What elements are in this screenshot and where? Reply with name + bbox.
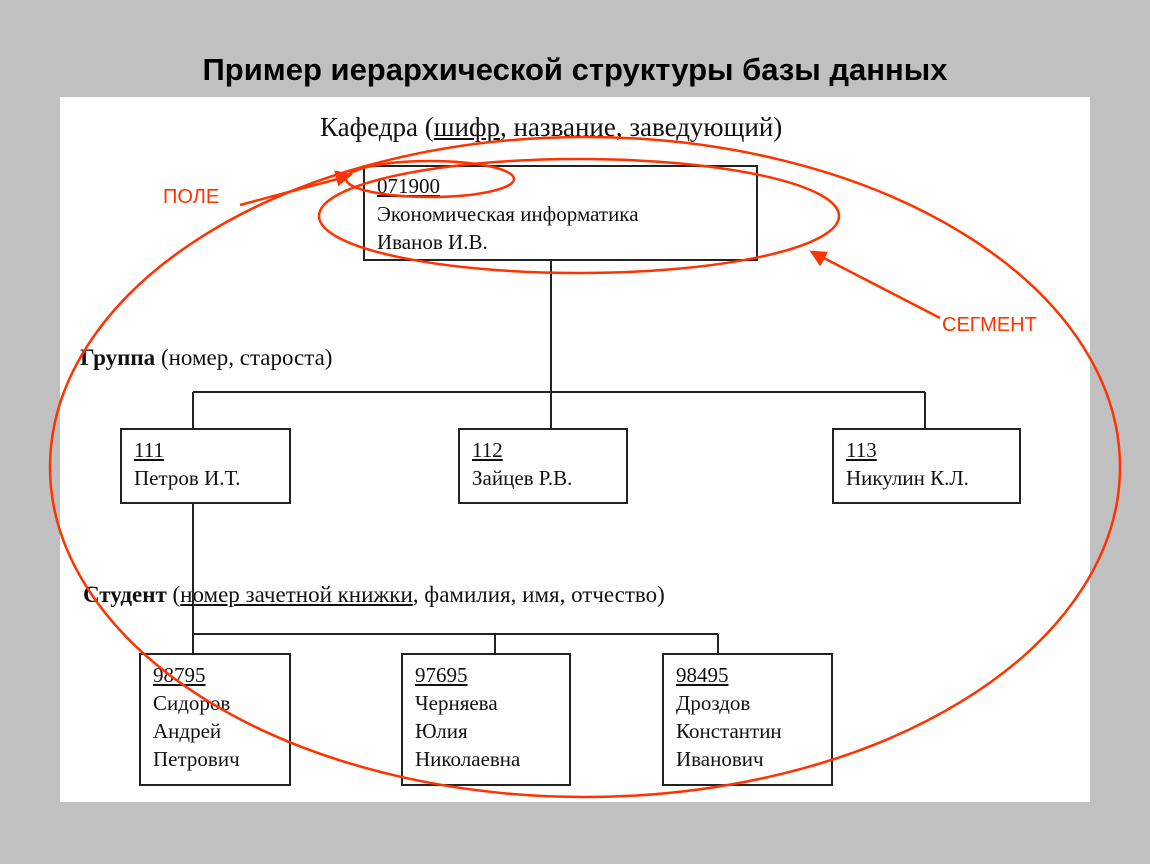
student-id: 98495 — [676, 663, 729, 687]
student-first: Константин — [676, 719, 782, 743]
kafedra-key: шифр — [433, 112, 500, 142]
field-label: ПОЛЕ — [163, 186, 220, 208]
group-fields: (номер, староста) — [155, 345, 333, 370]
group-num: 112 — [472, 438, 503, 462]
paren: ( — [166, 582, 181, 607]
student-header: Студент (номер зачетной книжки, фамилия,… — [83, 582, 665, 608]
field-arrow — [239, 175, 346, 207]
student-key: номер зачетной книжки — [180, 582, 413, 607]
student-last: Дроздов — [676, 691, 751, 715]
student-middle: Николаевна — [415, 747, 521, 771]
group-num: 111 — [134, 438, 164, 462]
student-first: Андрей — [153, 719, 222, 743]
slide-title: Пример иерархической структуры базы данн… — [202, 52, 948, 87]
segment-arrow — [817, 253, 941, 320]
segment-arrow-head — [809, 250, 829, 267]
group-leader: Зайцев Р.В. — [472, 466, 573, 490]
segment-label: СЕГМЕНТ — [942, 314, 1037, 336]
student-fields: , фамилия, имя, отчество) — [412, 582, 665, 607]
root-name: Экономическая информатика — [377, 202, 639, 226]
group-num: 113 — [846, 438, 877, 462]
student-middle: Иванович — [676, 747, 764, 771]
paren: ( — [417, 112, 434, 142]
database-ellipse — [48, 135, 1122, 799]
field-arrow-head — [334, 170, 353, 187]
group-leader: Никулин К.Л. — [846, 466, 969, 490]
root-head: Иванов И.В. — [377, 230, 488, 254]
student-id: 97695 — [415, 663, 468, 687]
segment-ellipse — [317, 157, 841, 275]
student-middle: Петрович — [153, 747, 240, 771]
kafedra-name: Кафедра — [320, 112, 418, 142]
student-last: Сидоров — [153, 691, 231, 715]
student-last: Черняева — [415, 691, 498, 715]
student-first: Юлия — [415, 719, 468, 743]
group-leader: Петров И.Т. — [134, 466, 241, 490]
field-ellipse — [344, 159, 516, 199]
group-name: Группа — [80, 345, 156, 370]
group-header: Группа (номер, староста) — [80, 345, 332, 371]
root-record: 071900 Экономическая информатика Иванов … — [363, 165, 758, 261]
